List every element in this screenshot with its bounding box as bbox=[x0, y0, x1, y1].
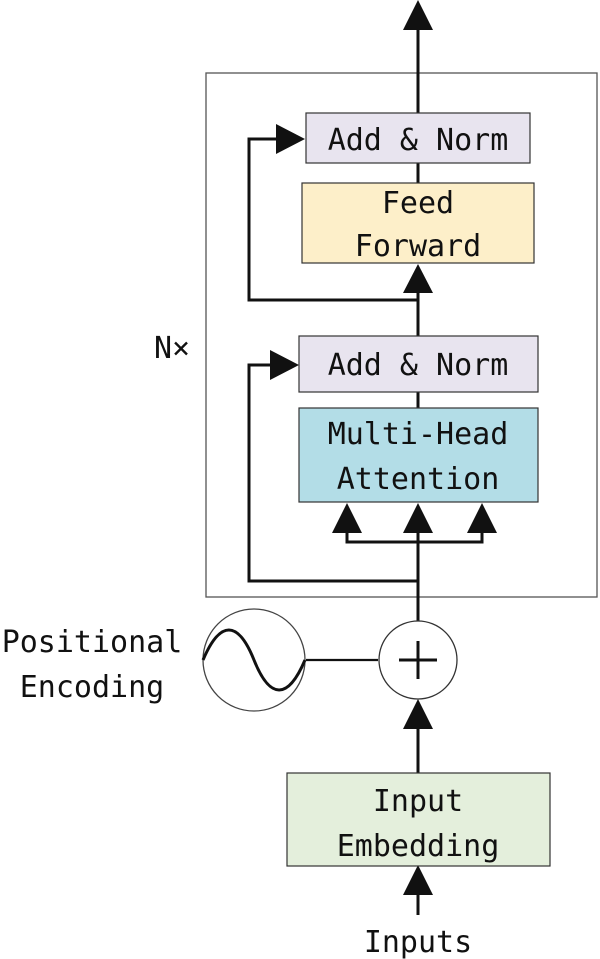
residual-connection-feed-forward bbox=[247, 137, 418, 302]
feed-forward-label-line1: Feed bbox=[382, 186, 454, 221]
add-norm-bottom-box bbox=[298, 335, 539, 393]
arrow-up-icon bbox=[403, 503, 433, 533]
positional-encoding-label-line2: Encoding bbox=[20, 670, 165, 705]
arrow-right-icon bbox=[276, 124, 305, 154]
feed-forward-label-line2: Forward bbox=[355, 229, 481, 264]
add-norm-top-label: Add & Norm bbox=[328, 123, 509, 158]
attention-branch-lines bbox=[345, 530, 484, 544]
multi-head-attention-label-line1: Multi-Head bbox=[328, 417, 509, 452]
feed-forward-box bbox=[301, 182, 535, 264]
add-norm-bottom-label: Add & Norm bbox=[328, 348, 509, 383]
inputs-label: Inputs bbox=[364, 925, 472, 959]
input-embedding-label-line2: Embedding bbox=[337, 829, 500, 864]
arrow-up-icon bbox=[403, 699, 433, 729]
input-embedding-label-line1: Input bbox=[373, 784, 463, 819]
output-arrow-icon bbox=[403, 0, 433, 30]
arrow-up-icon bbox=[467, 503, 497, 533]
arrow-up-icon bbox=[403, 865, 433, 895]
arrow-up-icon bbox=[403, 264, 433, 293]
positional-encoding-label-line1: Positional bbox=[2, 625, 183, 660]
input-embedding-box bbox=[286, 772, 551, 867]
encoder-block-frame bbox=[205, 72, 598, 598]
repeat-count-label: N× bbox=[154, 331, 190, 366]
residual-connection-attention bbox=[247, 363, 418, 583]
sine-wave-icon bbox=[201, 628, 307, 692]
arrow-right-icon bbox=[270, 350, 299, 380]
multi-head-attention-label-line2: Attention bbox=[337, 462, 500, 497]
add-norm-top-box bbox=[305, 112, 531, 164]
arrow-up-icon bbox=[332, 503, 362, 533]
plus-icon bbox=[399, 641, 437, 679]
multi-head-attention-box bbox=[298, 407, 539, 503]
